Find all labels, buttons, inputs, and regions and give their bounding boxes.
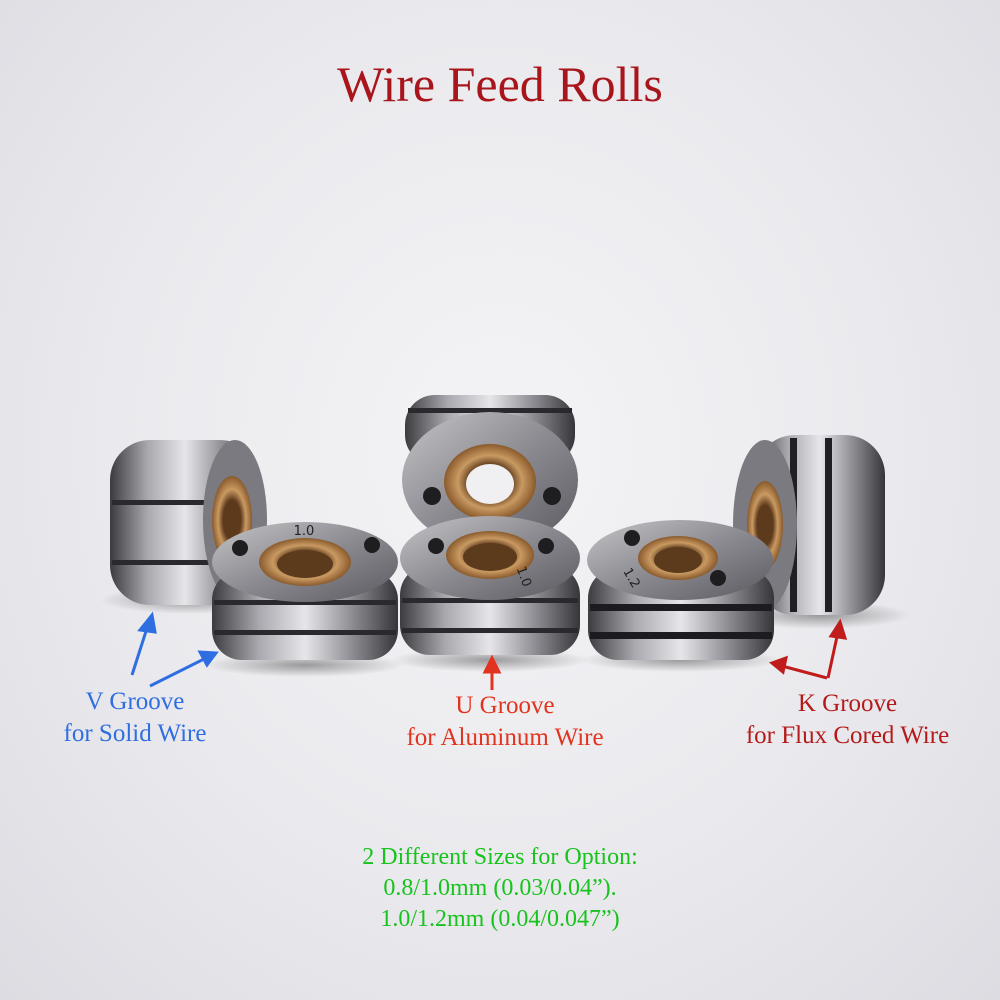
k-groove-label-line1: K Groove [797, 690, 898, 717]
roll-front-center: 1.0 [390, 516, 590, 672]
arrow-v-groove-1 [130, 611, 157, 676]
page-title: Wire Feed Rolls [337, 56, 663, 112]
v-groove-label-line1: V Groove [85, 688, 185, 715]
v-groove-label: V Groove for Solid Wire [20, 686, 250, 750]
roll-front-right: 1.2 [580, 520, 780, 672]
u-groove-label-line1: U Groove [455, 692, 555, 719]
size-options-line3: 1.0/1.2mm (0.04/0.047”) [380, 906, 620, 932]
k-groove-label: K Groove for Flux Cored Wire [700, 688, 995, 752]
size-options-line1: 2 Different Sizes for Option: [362, 844, 638, 870]
arrow-u-groove [482, 654, 502, 690]
roll-front-left: 1.0 [205, 522, 405, 677]
u-groove-label: U Groove for Aluminum Wire [355, 690, 655, 754]
arrow-k-groove-1 [768, 655, 828, 680]
arrow-v-groove-2 [149, 650, 219, 688]
arrow-k-groove-2 [826, 618, 848, 679]
size-options-note: 2 Different Sizes for Option: 0.8/1.0mm … [250, 842, 750, 935]
u-groove-label-line2: for Aluminum Wire [406, 724, 604, 751]
roll-marking-center: 1.0 [513, 565, 534, 590]
k-groove-label-line2: for Flux Cored Wire [745, 722, 950, 749]
roll-marking-left: 1.0 [294, 524, 315, 539]
roll-back-center [402, 395, 578, 548]
size-options-line2: 0.8/1.0mm (0.03/0.04”). [383, 875, 617, 901]
v-groove-label-line2: for Solid Wire [63, 720, 207, 747]
